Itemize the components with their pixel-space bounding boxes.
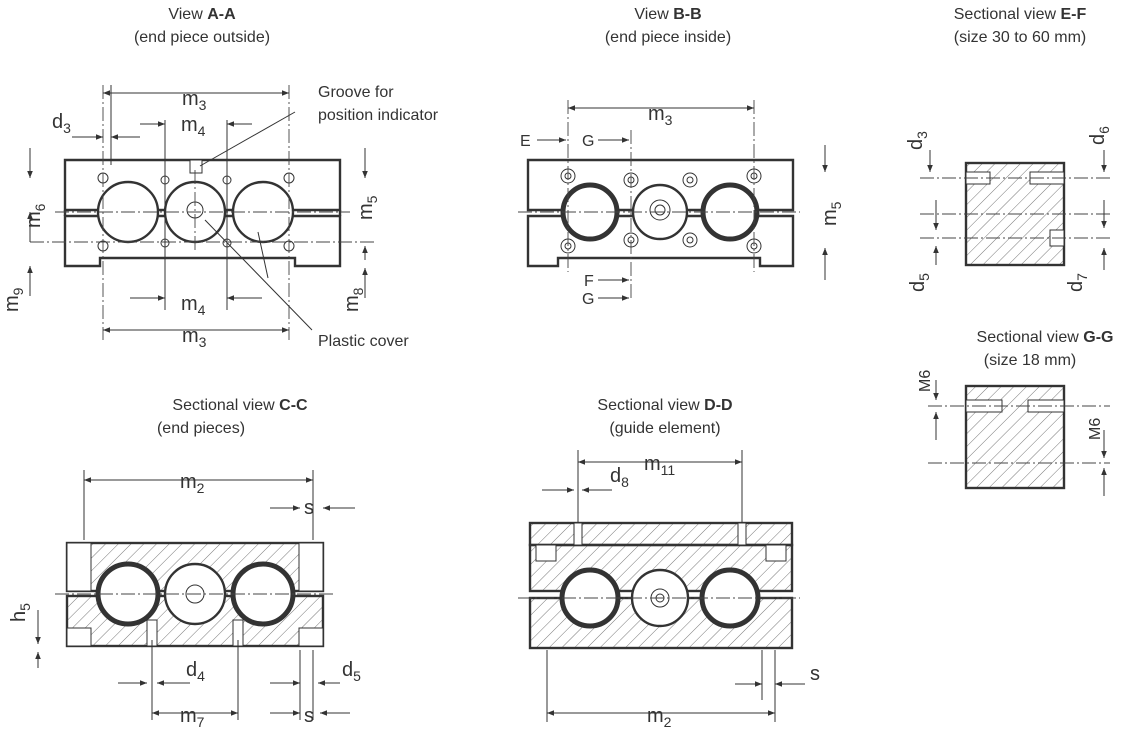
svg-text:(end piece inside): (end piece inside) xyxy=(605,29,731,46)
svg-text:s: s xyxy=(304,497,314,519)
svg-text:m9: m9 xyxy=(1,287,26,312)
svg-text:M6: M6 xyxy=(917,370,934,392)
svg-text:(end piece outside): (end piece outside) xyxy=(134,29,270,46)
section-e-f: d3 d6 d5 d7 xyxy=(905,126,1112,292)
svg-text:m3: m3 xyxy=(182,88,207,113)
section-d-d: m11 d8 m2 s xyxy=(518,450,820,730)
svg-text:Sectional view E-F: Sectional view E-F xyxy=(954,6,1087,23)
svg-text:Sectional view C-C: Sectional view C-C xyxy=(172,397,308,414)
caption-view-b-b: View B-B (end piece inside) xyxy=(605,6,731,46)
svg-text:m11: m11 xyxy=(644,453,675,478)
svg-text:(end pieces): (end pieces) xyxy=(157,420,245,437)
svg-text:Groove for: Groove for xyxy=(318,84,394,101)
svg-text:F: F xyxy=(584,273,594,290)
svg-text:d3: d3 xyxy=(52,111,71,136)
svg-text:d8: d8 xyxy=(610,465,629,490)
svg-text:m7: m7 xyxy=(180,705,205,730)
svg-text:View B-B: View B-B xyxy=(634,6,701,23)
svg-text:(size 30 to 60 mm): (size 30 to 60 mm) xyxy=(954,29,1086,46)
caption-view-d-d: Sectional view D-D (guide element) xyxy=(597,397,732,437)
svg-text:position indicator: position indicator xyxy=(318,107,439,124)
svg-text:d3: d3 xyxy=(905,131,930,150)
svg-text:View A-A: View A-A xyxy=(168,6,236,23)
svg-text:m4: m4 xyxy=(181,114,206,139)
view-a-a: m3 m4 d3 m4 m3 m6 m9 m5 m8 Groove for po… xyxy=(1,84,439,350)
svg-text:m4: m4 xyxy=(181,293,206,318)
svg-text:m3: m3 xyxy=(648,103,673,128)
view-b-b: m3 E G F G m5 xyxy=(518,100,844,308)
svg-text:m6: m6 xyxy=(23,203,48,228)
svg-text:M6: M6 xyxy=(1087,418,1104,440)
svg-text:m8: m8 xyxy=(341,287,366,312)
caption-view-c-c: Sectional view C-C (end pieces) xyxy=(157,397,308,437)
svg-text:Plastic cover: Plastic cover xyxy=(318,333,409,350)
svg-text:s: s xyxy=(304,705,314,727)
svg-text:G: G xyxy=(582,133,594,150)
svg-text:(guide element): (guide element) xyxy=(609,420,720,437)
svg-text:s: s xyxy=(810,663,820,685)
svg-text:m2: m2 xyxy=(180,471,205,496)
caption-view-a-a: View A-A (end piece outside) xyxy=(134,6,270,46)
svg-text:m2: m2 xyxy=(647,705,672,730)
svg-text:d6: d6 xyxy=(1087,126,1112,145)
svg-text:E: E xyxy=(520,133,531,150)
svg-text:G: G xyxy=(582,291,594,308)
section-g-g: M6 M6 xyxy=(917,370,1110,496)
svg-text:Sectional view D-D: Sectional view D-D xyxy=(597,397,732,414)
section-c-c: m2 s h5 d4 m7 d5 s xyxy=(8,470,361,730)
dim-m3-top: m xyxy=(182,88,199,110)
svg-text:d5: d5 xyxy=(342,659,361,684)
svg-text:d4: d4 xyxy=(186,659,205,684)
caption-view-e-f: Sectional view E-F (size 30 to 60 mm) xyxy=(954,6,1087,46)
svg-text:(size 18 mm): (size 18 mm) xyxy=(984,352,1076,369)
svg-text:Sectional view G-G: Sectional view G-G xyxy=(977,329,1114,346)
svg-text:m3: m3 xyxy=(182,325,207,350)
svg-text:m5: m5 xyxy=(355,195,380,220)
svg-text:h5: h5 xyxy=(8,603,33,622)
svg-text:d7: d7 xyxy=(1065,273,1090,292)
caption-view-g-g: Sectional view G-G (size 18 mm) xyxy=(977,329,1114,369)
svg-text:d5: d5 xyxy=(907,273,932,292)
svg-text:m5: m5 xyxy=(819,201,844,226)
